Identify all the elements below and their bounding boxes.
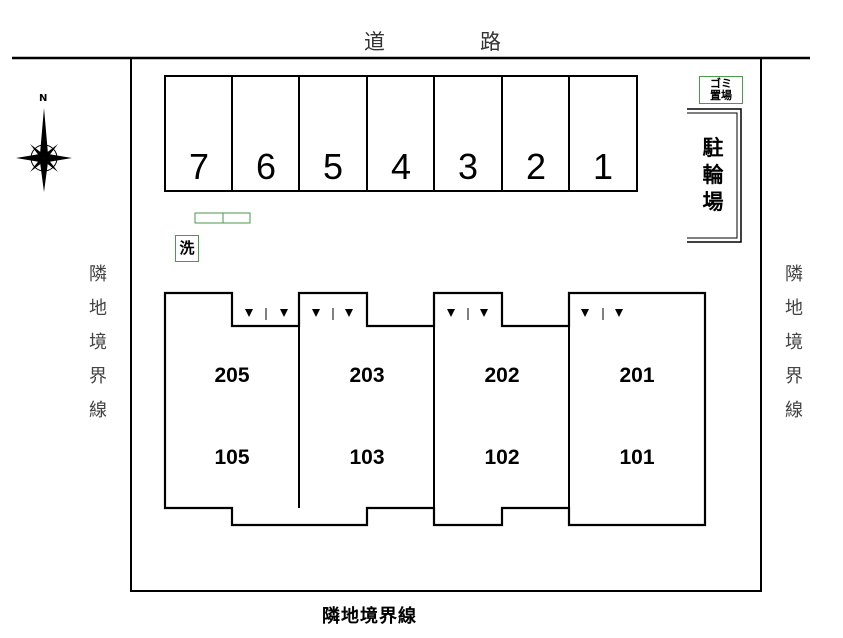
door-marker [447,309,455,317]
right-boundary-label: 隣 地 境 界 線 [781,258,807,428]
parking-slot-7: 7 [188,146,210,187]
boundary-char: 線 [785,400,803,421]
door-marker [615,309,623,317]
parking-area [164,75,638,192]
boundary-char: 隣 [785,264,803,285]
washing-machine: 洗 [175,235,199,262]
door-marker [345,309,353,317]
unit-lower-label: 103 [349,446,385,469]
parking-slot-3: 3 [457,146,479,187]
bicycle-parking-inner [687,112,738,239]
parking-slot-4: 4 [390,146,412,187]
door-marker [480,309,488,317]
bicycle-parking-char: 場 [702,190,724,214]
door-marker [312,309,320,317]
unit-upper-label: 203 [349,364,385,387]
parking-slot-1: 1 [592,146,614,187]
parking-outline [164,75,638,192]
boundary-char: 地 [785,298,803,319]
building-outline [163,291,707,527]
building [163,291,707,527]
unit-lower-label: 105 [214,446,250,469]
trash-area-line1: ゴミ [710,77,732,90]
compass-north-label: N [39,93,48,104]
parking-slot-5: 5 [322,146,344,187]
bicycle-parking-char: 輪 [702,163,724,187]
bottom-boundary-label: 隣地境界線 [322,606,417,627]
bicycle-parking-char: 駐 [702,136,724,160]
parking-slot-6: 6 [255,146,277,187]
trash-area-line2: 置場 [710,89,732,102]
door-marker [245,309,253,317]
road-label-char1: 道 [364,30,385,54]
door-markers [245,308,623,320]
unit-upper-label: 201 [619,364,655,387]
boundary-char: 隣 [89,264,107,285]
door-marker [581,309,589,317]
trash-area: ゴミ 置場 [699,76,743,104]
unit-upper-label: 202 [484,364,520,387]
compass-icon [16,108,72,192]
boundary-char: 地 [89,298,107,319]
boundary-char: 境 [89,332,107,353]
unit-upper-label: 205 [214,364,250,387]
boundary-char: 線 [89,400,107,421]
boundary-char: 境 [785,332,803,353]
bicycle-parking-label: 駐 輪 場 [699,135,727,216]
outdoor-unit [222,212,251,224]
unit-lower-label: 102 [484,446,520,469]
road-label-char2: 路 [480,30,501,54]
boundary-char: 界 [785,366,803,387]
bicycle-parking-outline [687,108,742,243]
property-boundary [130,58,762,592]
boundary-char: 界 [89,366,107,387]
outdoor-unit [194,212,224,224]
unit-lower-label: 101 [619,446,655,469]
parking-slot-2: 2 [525,146,547,187]
left-boundary-label: 隣 地 境 界 線 [85,258,111,428]
door-marker [280,309,288,317]
